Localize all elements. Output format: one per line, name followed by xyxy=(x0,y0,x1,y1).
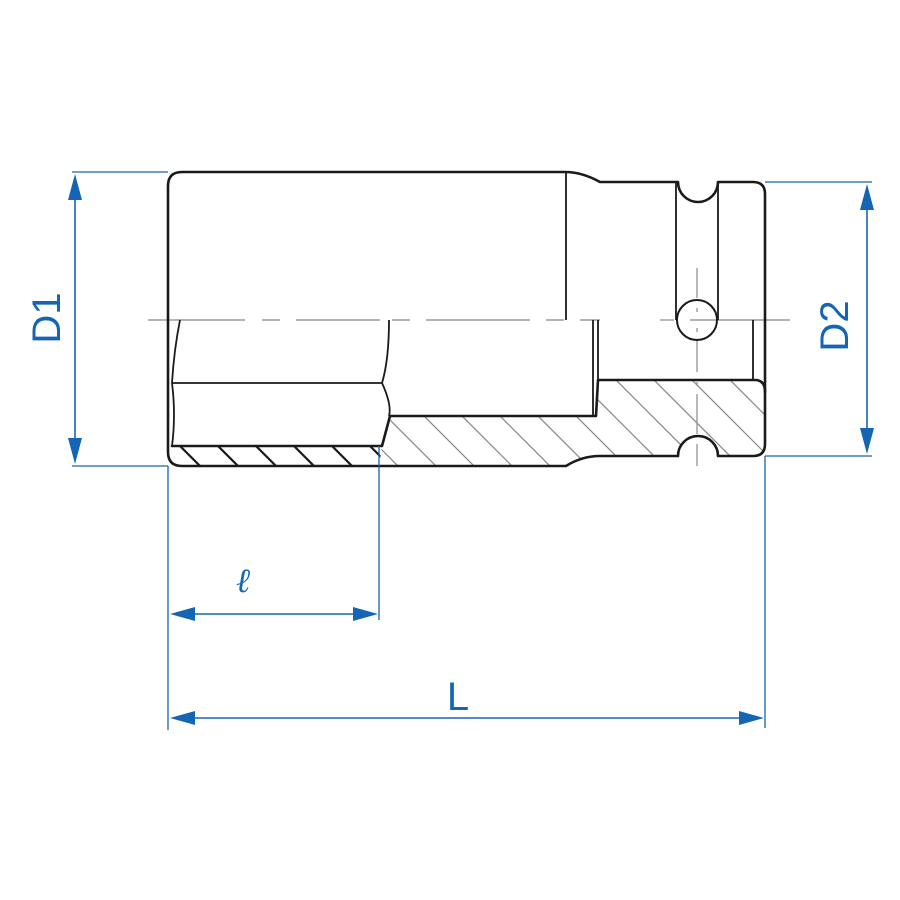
dimension-l-total: L xyxy=(170,456,766,728)
arrow-left-icon xyxy=(170,711,195,725)
arrow-up-icon xyxy=(860,184,874,210)
dimension-d2: D2 xyxy=(765,181,874,457)
arrow-down-icon xyxy=(860,428,874,454)
dimension-label-d1: D1 xyxy=(25,292,69,343)
arrow-down-icon xyxy=(68,438,82,464)
dimension-l-small: ℓ xyxy=(167,446,380,730)
dimension-d1: D1 xyxy=(25,171,168,467)
section-hatch-hex-wall xyxy=(170,446,382,466)
arrow-right-icon xyxy=(353,607,378,621)
arrow-up-icon xyxy=(68,174,82,200)
socket-outline xyxy=(166,170,767,468)
arrow-left-icon xyxy=(170,607,195,621)
dimension-label-d2: D2 xyxy=(813,300,857,351)
dimension-label-l-small: ℓ xyxy=(236,561,250,601)
arrow-right-icon xyxy=(739,711,764,725)
dimension-label-l-total: L xyxy=(447,675,469,719)
